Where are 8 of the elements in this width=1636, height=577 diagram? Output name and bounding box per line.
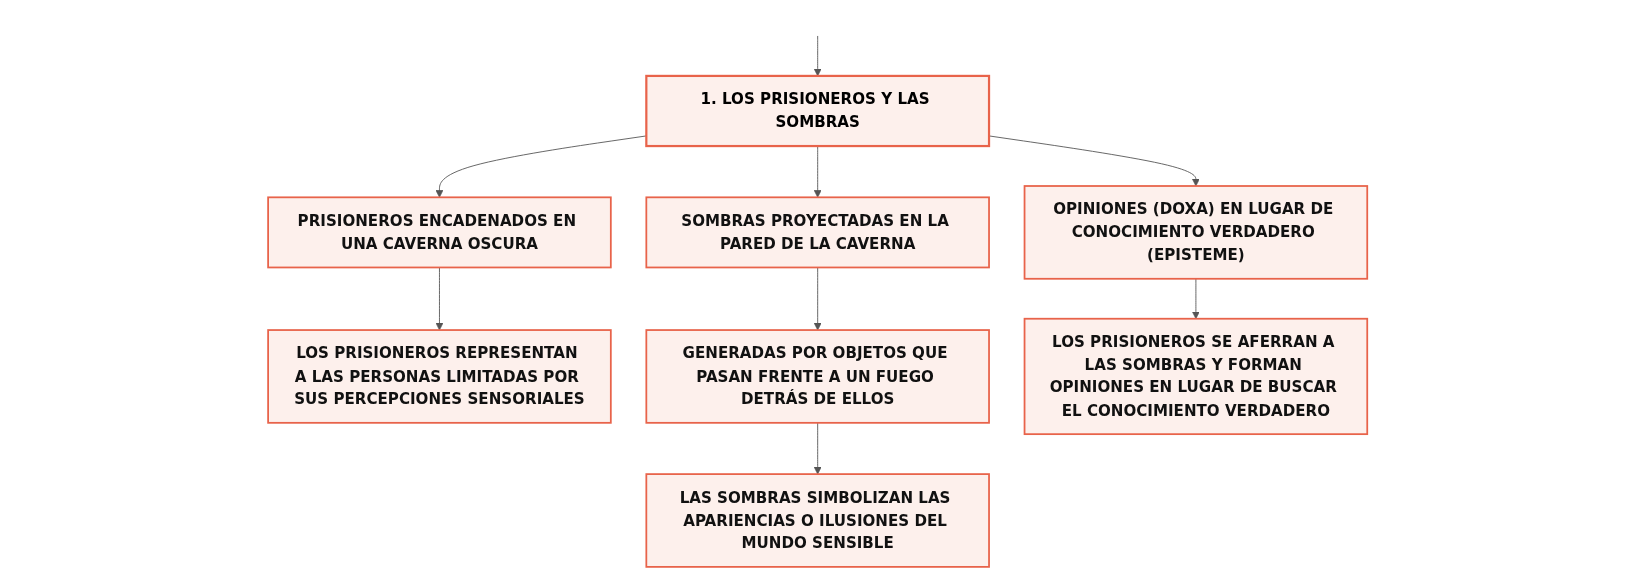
- node-box: LAS SOMBRAS SIMBOLIZAN LAS APARIENCIAS O ILUSIONES DEL MUNDO SENSIBLE: [645, 472, 991, 568]
- node-box: LOS PRISIONEROS SE AFERRAN A LAS SOMBRAS Y FORMAN OPINIONES EN LUGAR DE BUSCAR EL CONOCIMIENTO VERDADERO: [1023, 317, 1369, 435]
- node-box: PRISIONEROS ENCADENADOS EN UNA CAVERNA OSCURA: [267, 195, 612, 268]
- node-box: 1. LOS PRISIONEROS Y LAS SOMBRAS: [645, 74, 991, 147]
- node-box: GENERADAS POR OBJETOS QUE PASAN FRENTE A UN FUEGO DETRÁS DE ELLOS: [645, 328, 991, 424]
- node-box: LOS PRISIONEROS REPRESENTAN A LAS PERSONAS LIMITADAS POR SUS PERCEPCIONES SENSORIALES: [267, 328, 612, 424]
- node-box: SOMBRAS PROYECTADAS EN LA PARED DE LA CAVERNA: [645, 195, 991, 268]
- node-box: OPINIONES (DOXA) EN LUGAR DE CONOCIMIENTO VERDADERO (EPISTEME): [1023, 184, 1369, 280]
